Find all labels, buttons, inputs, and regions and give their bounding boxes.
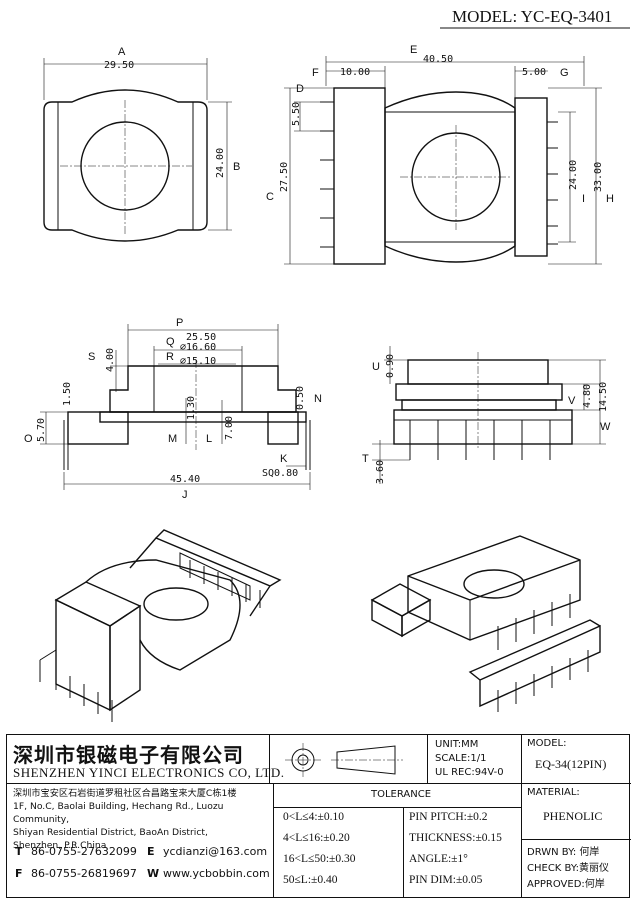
dim-letter-d: D [296,83,304,95]
ul-rec-text: UL REC:94V-0 [435,767,504,778]
dim-value-j: 45.40 [170,474,200,485]
dim-letter-u: U [372,361,380,373]
dim-value-f: 10.00 [340,67,370,78]
dim-value-a: 29.50 [104,60,134,71]
company-name-cn: 深圳市银磁电子有限公司 [13,743,244,767]
model-title: MODEL: [527,738,567,749]
material-value: PHENOLIC [543,809,603,823]
dim-value-o2: 1.50 [62,382,73,406]
tol-row-2: 4<L≤16:±0.20 [283,832,350,844]
dim-value-d: 5.50 [291,102,302,126]
dim-letter-i: I [582,193,585,205]
dim-value-b: 24.00 [215,148,226,178]
unit-text: UNIT:MM [435,739,479,750]
dim-value-i: 24.00 [568,160,579,190]
projection-symbol [285,743,403,777]
web-key: W [147,867,160,880]
dim-value-k: SQ0.80 [262,468,298,479]
dim-value-p: 25.50 [186,332,216,343]
material-title: MATERIAL: [527,787,580,798]
web-value: www.ycbobbin.com [163,867,270,880]
dim-letter-g: G [560,67,569,79]
email-key: E [147,845,155,858]
dim-letter-o: O [24,433,33,445]
scale-text: SCALE:1/1 [435,753,487,764]
dim-value-e: 40.50 [423,54,453,65]
fax-key: F [15,867,23,880]
dim-value-n: 0.50 [295,386,306,410]
model-header: MODEL: YC-EQ-3401 [452,7,612,26]
end-view: U 0.90 4.80 V 14.50 W T 3.60 [362,346,611,484]
drawn-by: DRWN BY: 何岸 [527,847,600,858]
tolerance-title: TOLERANCE [371,789,432,800]
front-view: P 25.50 Q ⌀16.60 R ⌀15.10 S 4.00 O [24,317,322,501]
dim-letter-c: C [266,191,274,203]
tol-row-3: 16<L≤50:±0.30 [283,853,356,865]
dim-letter-e: E [410,44,417,56]
telephone: T 86-0755-27632099 [15,845,137,858]
dim-value-c: 27.50 [279,162,290,192]
tol-row-1: 0<L≤4:±0.10 [283,811,344,823]
title-block: 深圳市银磁电子有限公司 SHENZHEN YINCI ELECTRONICS C… [6,734,631,898]
dim-letter-n: N [314,393,322,405]
dim-value-u: 0.90 [385,354,396,378]
isometric-view-front [39,529,282,722]
checked-by: CHECK BY:黄丽仪 [527,863,610,874]
model-value: EQ-34(12PIN) [535,757,607,771]
dim-letter-t: T [362,453,369,465]
dim-value-o: 5.70 [36,418,47,442]
dim-letter-a: A [118,46,126,58]
dim-letter-s: S [88,351,95,363]
dim-value-t: 3.60 [375,460,386,484]
fax-value: 86-0755-26819697 [31,867,137,880]
dim-value-q: ⌀16.60 [180,342,216,353]
dim-letter-p: P [176,317,183,329]
dim-value-r: ⌀15.10 [180,356,216,367]
address-en-1: 1F, No.C, Baolai Building, Hechang Rd., … [13,801,224,825]
dim-value-v: 4.80 [582,384,593,408]
address-cn: 深圳市宝安区石岩街道罗租社区合昌路宝来大厦C栋1楼 [13,788,237,799]
dim-letter-j: J [182,489,188,501]
dim-letter-l: L [206,433,212,445]
tel-key: T [15,845,23,858]
dim-letter-h: H [606,193,614,205]
dim-value-l: 7.00 [224,416,235,440]
tel-value: 86-0755-27632099 [31,845,137,858]
dim-letter-r: R [166,351,174,363]
isometric-view-back [370,535,601,712]
dim-letter-f: F [312,67,319,79]
dim-letter-w: W [600,421,611,433]
tol-row-4: 50≤L:±0.40 [283,874,338,886]
dim-letter-k: K [280,453,288,465]
address: 深圳市宝安区石岩街道罗租社区合昌路宝来大厦C栋1楼 1F, No.C, Baol… [13,787,271,852]
company-name-en: SHENZHEN YINCI ELECTRONICS CO, LTD. [13,765,285,780]
tol-pin-dim: PIN DIM:±0.05 [409,874,483,886]
dim-letter-b: B [233,161,240,173]
fax: F 86-0755-26819697 [15,867,137,880]
dim-letter-m: M [168,433,177,445]
email-value: ycdianzi@163.com [163,845,268,858]
side-view: E 40.50 F 10.00 5.00 G [266,44,614,265]
address-en-3: Shenzhen, P.R.China [13,840,107,851]
tol-pin-pitch: PIN PITCH:±0.2 [409,811,488,823]
approved-by: APPROVED:何岸 [527,879,605,890]
dim-letter-q: Q [166,336,175,348]
dim-value-m: 1.30 [186,396,197,420]
dim-value-w: 14.50 [598,382,609,412]
dim-value-h: 33.00 [593,162,604,192]
tol-angle: ANGLE:±1° [409,853,468,865]
top-view: A 29.50 24.00 B [43,46,240,242]
address-en-2: Shiyan Residential District, BaoAn Distr… [13,827,208,838]
dim-value-s: 4.00 [105,348,116,372]
tol-thickness: THICKNESS:±0.15 [409,832,502,844]
dim-value-g: 5.00 [522,67,546,78]
dim-letter-v: V [568,395,576,407]
